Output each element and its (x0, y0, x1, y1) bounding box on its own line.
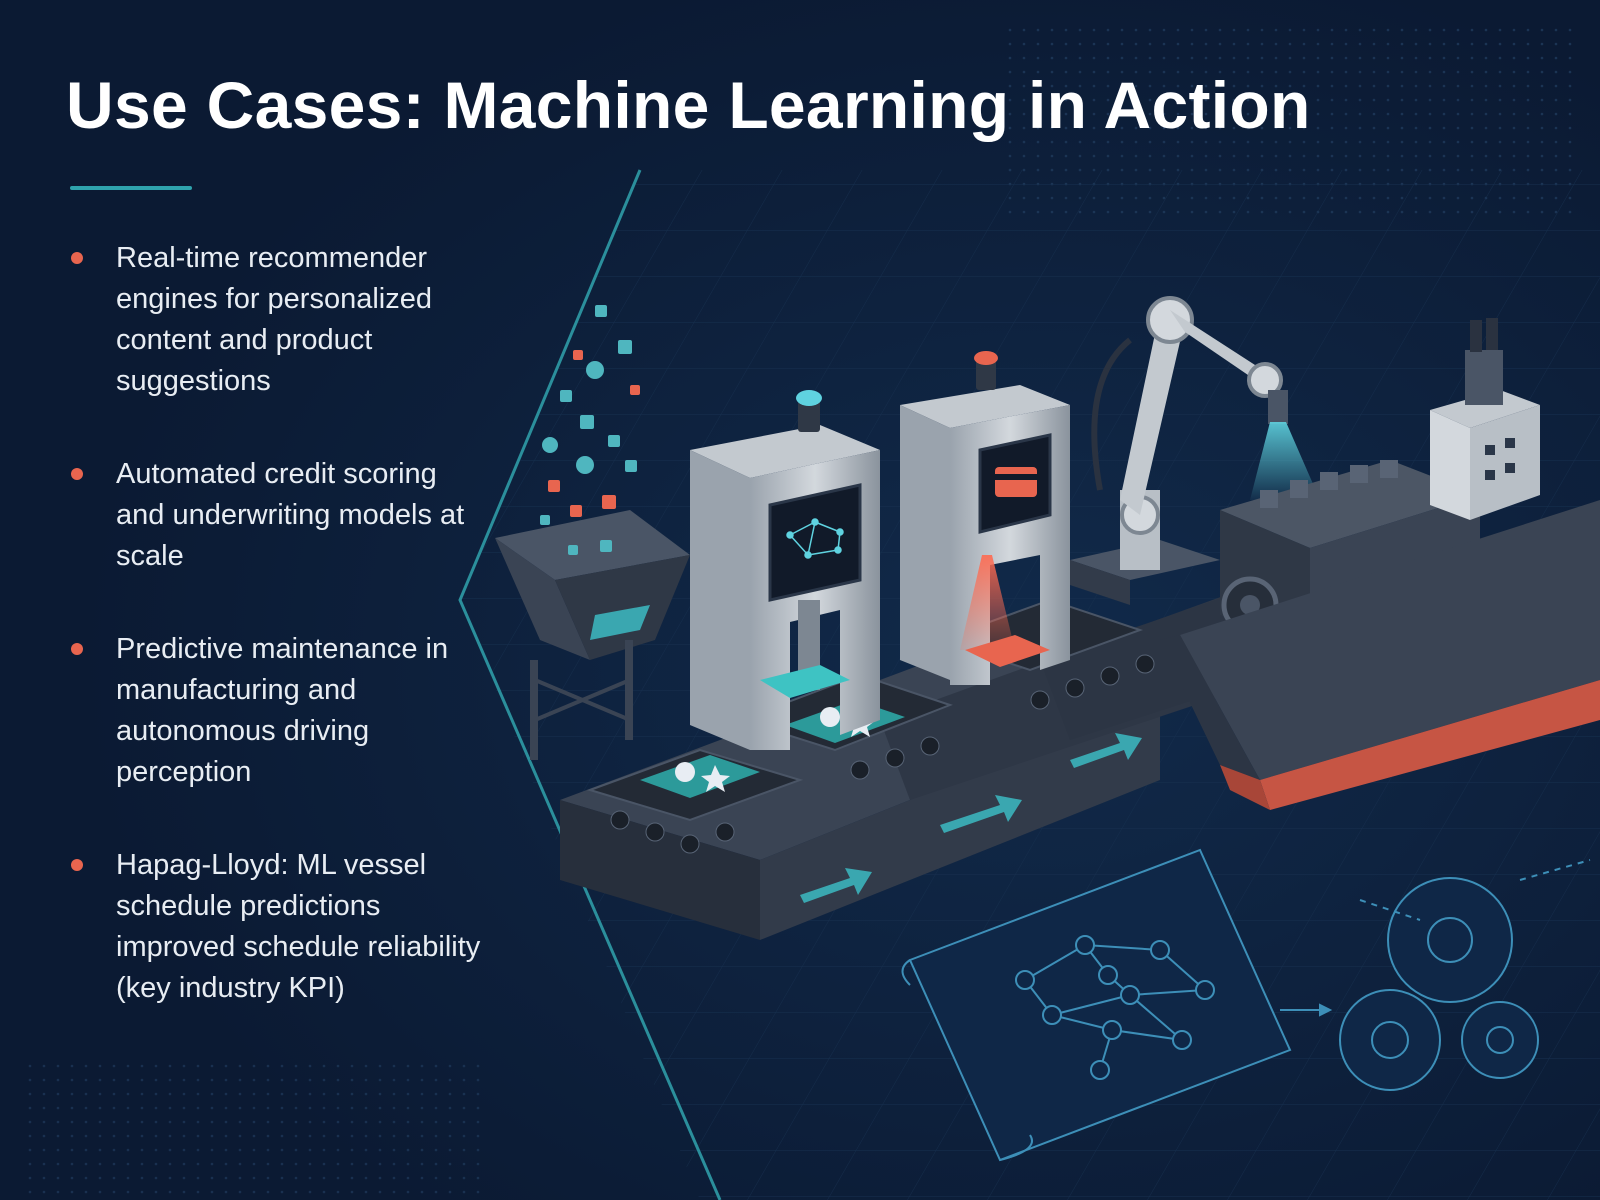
data-particles (540, 305, 640, 555)
bullet-dot-icon (71, 468, 83, 480)
bullet-dot-icon (71, 859, 83, 871)
bullet-dot-icon (71, 643, 83, 655)
ml-pipeline-illustration (495, 296, 1600, 1162)
bullet-text: Predictive maintenance in manufacturing … (116, 633, 449, 788)
bullet-item-recommender: Real-time recommender engines for person… (66, 238, 486, 402)
container-ship-icon (1160, 318, 1600, 810)
bullet-text: Hapag-Lloyd: ML vessel schedule predicti… (116, 849, 481, 1004)
neural-network-icon (786, 518, 844, 559)
credit-card-press (900, 351, 1070, 685)
bullet-item-credit-scoring: Automated credit scoring and underwritin… (66, 454, 486, 577)
gears-icon (1339, 859, 1591, 1091)
neural-network-press (690, 390, 880, 750)
data-card-1 (640, 755, 760, 798)
page-title: Use Cases: Machine Learning in Action (66, 68, 1311, 142)
robot-arm-icon (1070, 296, 1320, 605)
blueprint-network-icon (901, 848, 1333, 1162)
bullet-text: Automated credit scoring and underwritin… (116, 458, 465, 572)
data-hopper-icon (495, 305, 690, 760)
bullet-item-hapag-lloyd: Hapag-Lloyd: ML vessel schedule predicti… (66, 845, 486, 1009)
arrow-right-icon (800, 733, 1142, 903)
credit-card-icon (995, 467, 1037, 497)
title-underline (70, 186, 192, 190)
bullet-text: Real-time recommender engines for person… (116, 242, 432, 397)
network-graph (1015, 935, 1215, 1080)
bullet-item-predictive-maintenance: Predictive maintenance in manufacturing … (66, 629, 486, 793)
bullet-list: Real-time recommender engines for person… (66, 238, 486, 1009)
bullet-dot-icon (71, 252, 83, 264)
